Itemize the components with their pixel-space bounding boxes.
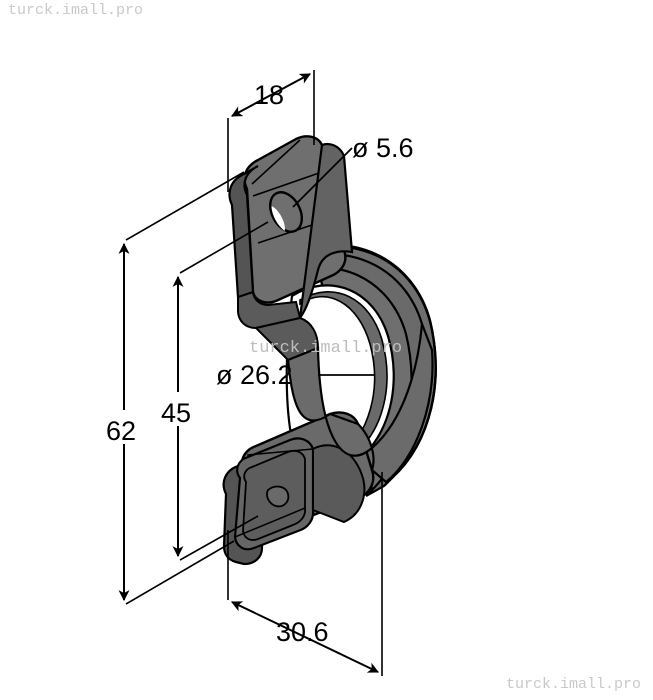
part-body: [222, 135, 437, 566]
leader-line-d56: [292, 147, 353, 208]
arm-crease-2: [246, 448, 314, 456]
clamp-near-band: [284, 252, 430, 497]
dimension-label-18: 18: [254, 80, 285, 110]
dimension-label-45: 45: [161, 398, 192, 428]
dim-line-306: [231, 601, 379, 673]
bracket-neck: [254, 142, 354, 362]
plate-crease-3: [251, 139, 301, 185]
dimension-layer: [118, 70, 383, 676]
ext-line-45-top: [179, 221, 269, 274]
ext-line-62-top: [125, 171, 245, 241]
arm-detent: [266, 485, 290, 508]
dimension-label-bore-diameter: ø 26.2: [216, 360, 293, 390]
dimension-label-hole-diameter: ø 5.6: [352, 133, 414, 163]
watermark-bottom-right: turck.imall.pro: [506, 676, 642, 693]
watermark-top-left: turck.imall.pro: [8, 2, 144, 19]
neck-face: [298, 142, 354, 322]
jaw-inner-face: [312, 444, 366, 524]
mid-web: [286, 323, 434, 484]
ext-line-45-bottom: [179, 515, 259, 561]
arm-crease-1: [234, 507, 306, 538]
web-face: [286, 323, 434, 484]
dim-line-18: [231, 73, 311, 117]
dimension-label-62: 62: [106, 416, 137, 446]
watermark-center: turck.imall.pro: [249, 339, 403, 358]
mounting-hole: [268, 191, 304, 233]
plate-crease-1: [252, 171, 323, 197]
hole-highlight: [271, 206, 285, 231]
dimension-label-306: 30.6: [276, 617, 329, 647]
plate-thickness: [237, 290, 302, 330]
ext-line-62-bottom: [125, 540, 235, 605]
